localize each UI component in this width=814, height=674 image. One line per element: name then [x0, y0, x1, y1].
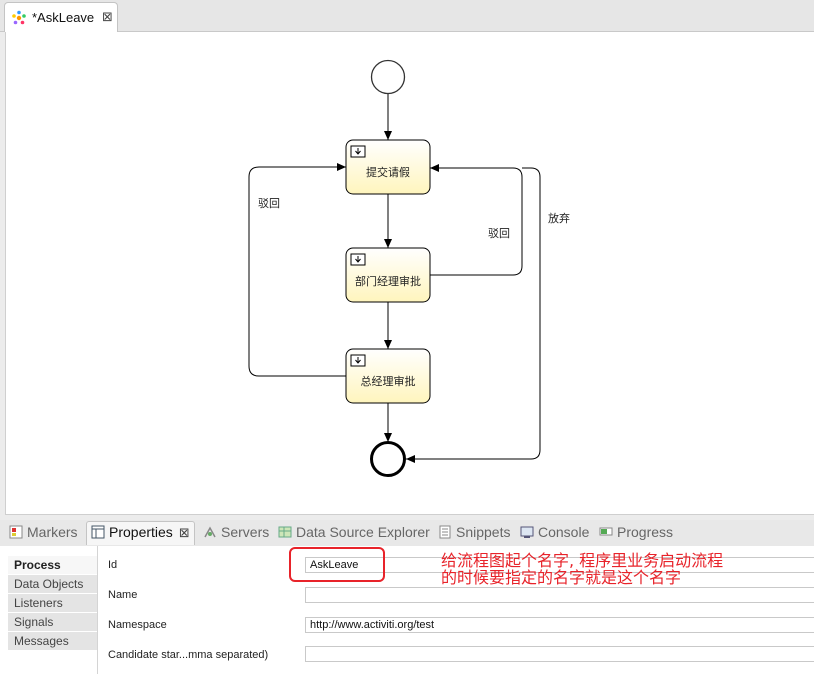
- side-divider: [97, 546, 98, 674]
- candidate-starter-field[interactable]: [305, 646, 814, 662]
- console-icon: [520, 526, 534, 538]
- servers-icon: [204, 526, 216, 538]
- tab-label: Console: [538, 524, 590, 540]
- namespace-label: Namespace: [108, 619, 167, 631]
- flow-abandon[interactable]: [406, 167, 541, 463]
- user-task-icon: [350, 145, 366, 158]
- side-tab-messages[interactable]: Messages: [8, 632, 98, 651]
- name-field[interactable]: [305, 587, 814, 603]
- properties-side-tabs: Process Data Objects Listeners Signals M…: [8, 556, 98, 651]
- namespace-field[interactable]: [305, 617, 814, 633]
- name-label: Name: [108, 589, 138, 601]
- task-general-manager[interactable]: 总经理审批: [345, 348, 431, 404]
- side-tab-signals[interactable]: Signals: [8, 613, 98, 632]
- tab-console[interactable]: Console: [520, 524, 589, 544]
- close-icon[interactable]: ⊠: [102, 9, 113, 24]
- annotation-text: 给流程图起个名字, 程序里业务启动流程 的时候要指定的名字就是这个名字: [441, 551, 724, 587]
- task-label-gm: 总经理审批: [361, 374, 416, 388]
- activiti-logo-icon: [12, 10, 26, 25]
- tab-label: Progress: [617, 524, 674, 540]
- user-task-icon: [350, 253, 366, 266]
- bpmn-diagram: 提交请假 部门经理审批 总经理审批 驳回 驳回 放弃: [248, 59, 570, 477]
- tab-data-source-explorer[interactable]: Data Source Explorer: [278, 524, 430, 544]
- editor-tab-askleave[interactable]: *AskLeave ⊠: [4, 2, 118, 32]
- markers-icon: [9, 525, 23, 539]
- candidate-starter-label: Candidate star...mma separated): [108, 649, 269, 661]
- tab-servers[interactable]: Servers: [203, 524, 269, 544]
- end-event[interactable]: [370, 441, 406, 477]
- tab-snippets[interactable]: Snippets: [438, 524, 510, 544]
- progress-icon: [599, 527, 613, 536]
- start-event[interactable]: [370, 59, 406, 95]
- tab-progress[interactable]: Progress: [599, 524, 673, 544]
- task-submit-leave[interactable]: 提交请假: [345, 139, 431, 195]
- views-tab-bar: Markers Properties ⊠ Servers Data Source …: [0, 520, 814, 546]
- highlight-box: [289, 547, 385, 582]
- flow-label-reject-left: 驳回: [258, 197, 280, 210]
- side-tab-listeners[interactable]: Listeners: [8, 594, 98, 613]
- tab-properties[interactable]: Properties ⊠: [86, 521, 195, 545]
- flow-label-reject-right: 驳回: [488, 227, 510, 240]
- user-task-icon: [350, 354, 366, 367]
- tab-label: Data Source Explorer: [296, 524, 430, 540]
- task-label-submit: 提交请假: [366, 165, 410, 179]
- task-dept-manager[interactable]: 部门经理审批: [345, 247, 431, 303]
- properties-panel: Process Data Objects Listeners Signals M…: [0, 546, 814, 674]
- side-tab-data-objects[interactable]: Data Objects: [8, 575, 98, 594]
- properties-icon: [91, 525, 105, 539]
- close-icon[interactable]: ⊠: [178, 525, 190, 540]
- tab-label: Markers: [27, 524, 78, 540]
- flow-dept-reject[interactable]: [430, 164, 523, 276]
- flow-label-abandon: 放弃: [548, 211, 570, 225]
- editor-tab-title: *AskLeave: [32, 10, 95, 25]
- id-label: Id: [108, 559, 118, 571]
- flow-gm-reject[interactable]: [248, 163, 346, 377]
- editor-tab-bar: *AskLeave ⊠: [0, 0, 814, 32]
- tab-label: Servers: [221, 524, 270, 540]
- task-label-dept: 部门经理审批: [355, 274, 421, 288]
- side-tab-process[interactable]: Process: [8, 556, 98, 575]
- data-source-icon: [278, 526, 292, 538]
- tab-label: Snippets: [456, 524, 511, 540]
- tab-markers[interactable]: Markers: [9, 524, 78, 544]
- tab-label: Properties: [109, 524, 173, 540]
- diagram-canvas[interactable]: 提交请假 部门经理审批 总经理审批 驳回 驳回 放弃: [5, 32, 814, 515]
- snippets-icon: [439, 525, 451, 539]
- id-field[interactable]: [305, 557, 814, 573]
